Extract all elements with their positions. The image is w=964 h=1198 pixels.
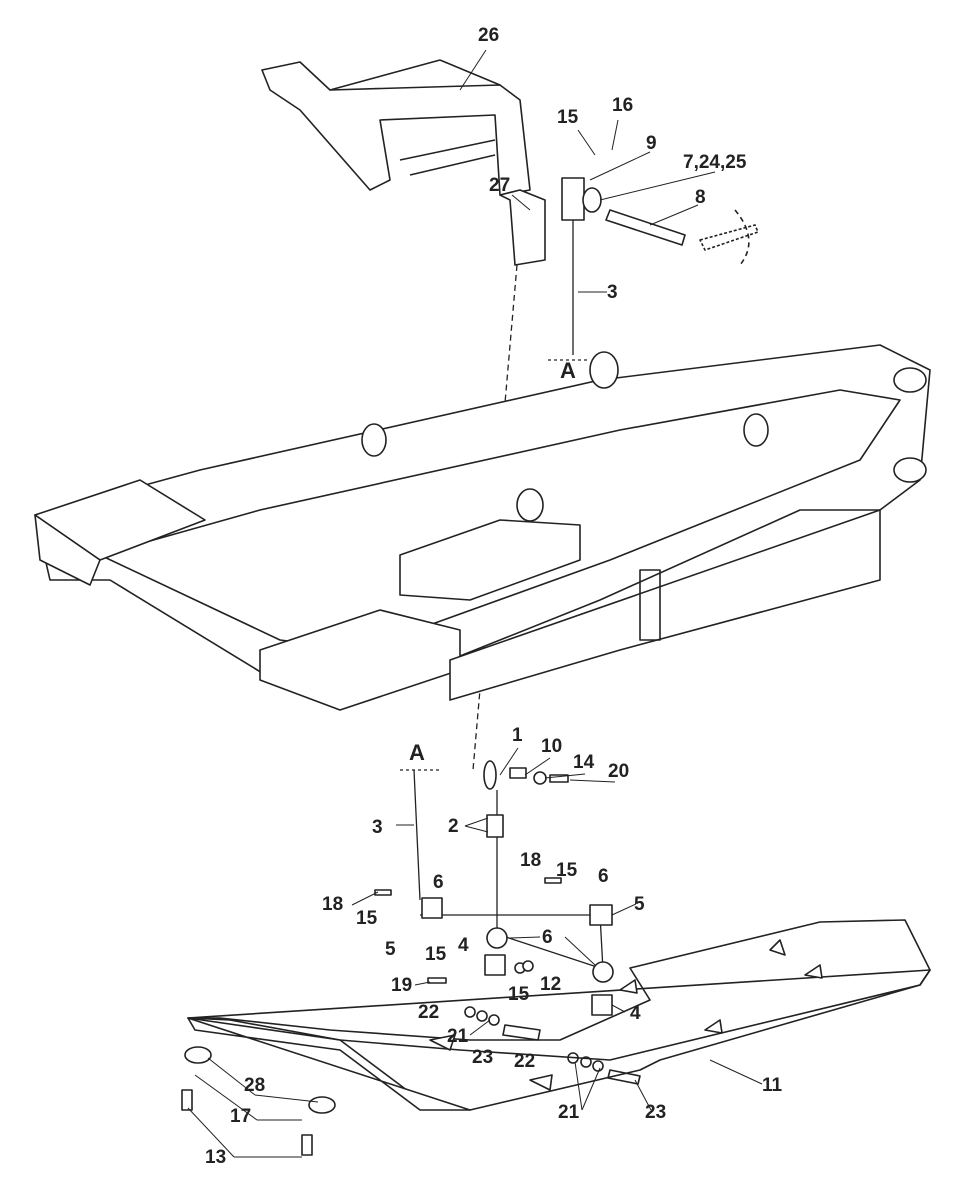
- part-callout-26: 26: [478, 25, 500, 46]
- part-callout-17: 17: [230, 1106, 252, 1127]
- part-callout-11: 11: [762, 1075, 783, 1096]
- section-marker-a: A: [409, 740, 425, 765]
- part-callout-6: 6: [433, 872, 444, 893]
- part-callout-1: 1: [512, 725, 523, 746]
- part-callout-15: 15: [425, 944, 447, 965]
- part-callout-5: 5: [634, 894, 645, 915]
- part-callout-15: 15: [556, 860, 578, 881]
- part-callout-15: 15: [356, 908, 378, 929]
- leader-lines: [187, 49, 763, 1158]
- part-callout-4: 4: [458, 935, 469, 956]
- part-callout-15: 15: [508, 984, 530, 1005]
- part-callout-6: 6: [598, 866, 609, 887]
- part-callout-15: 15: [557, 107, 579, 128]
- part-callout-20: 20: [608, 761, 630, 782]
- linkage-parts: [181, 760, 641, 1156]
- part-callout-22: 22: [514, 1051, 536, 1072]
- part-callout-2: 2: [448, 816, 459, 837]
- part-callout-22: 22: [418, 1002, 440, 1023]
- part-callout-3: 3: [372, 817, 383, 838]
- part-callout-16: 16: [612, 95, 634, 116]
- part-callout-8: 8: [695, 187, 706, 208]
- part-callout-10: 10: [541, 736, 563, 757]
- part-callout-18: 18: [520, 850, 542, 871]
- part-callout-12: 12: [540, 974, 562, 995]
- part-callout-7-24-25: 7,24,25: [683, 152, 747, 173]
- part-callout-21: 21: [558, 1102, 580, 1123]
- bracket-assembly: [261, 59, 546, 266]
- section-marker-a: A: [560, 358, 576, 383]
- part-callout-9: 9: [646, 133, 657, 154]
- part-callout-14: 14: [573, 752, 595, 773]
- part-callout-23: 23: [472, 1047, 494, 1068]
- part-callout-5: 5: [385, 939, 396, 960]
- part-callout-27: 27: [489, 175, 511, 196]
- part-callout-6: 6: [542, 927, 553, 948]
- part-callout-4: 4: [630, 1003, 641, 1024]
- part-callout-19: 19: [391, 975, 413, 996]
- part-callout-18: 18: [322, 894, 344, 915]
- skid-plates: [187, 919, 931, 1111]
- part-callout-3: 3: [607, 282, 618, 303]
- part-callout-21: 21: [447, 1026, 469, 1047]
- part-callout-23: 23: [645, 1102, 667, 1123]
- part-callout-28: 28: [244, 1075, 266, 1096]
- pivot-mount: [561, 177, 759, 266]
- part-callout-13: 13: [205, 1147, 227, 1168]
- machine-frame: [34, 344, 931, 711]
